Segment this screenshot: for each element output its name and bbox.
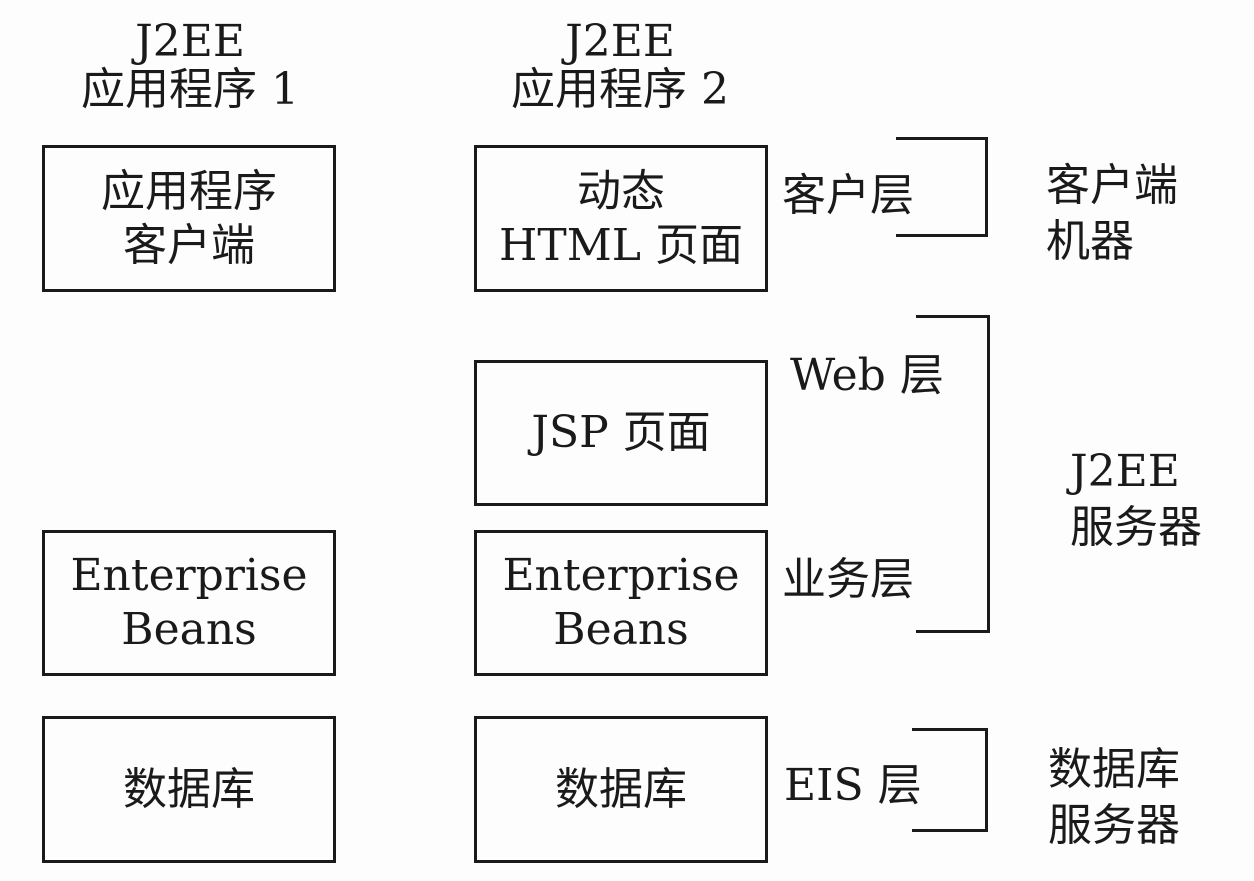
- app1-database-label: 数据库: [123, 763, 255, 815]
- app2-client-line2: HTML 页面: [499, 219, 743, 271]
- client-machine-label: 客户端 机器: [1046, 158, 1178, 270]
- eis-tier-label: EIS 层: [784, 760, 922, 811]
- client-machine-line2: 机器: [1046, 216, 1134, 267]
- app1-beans-line1: Enterprise: [70, 550, 308, 601]
- app2-beans-line1: Enterprise: [502, 550, 740, 601]
- j2ee-server-line1: J2EE: [1070, 446, 1180, 497]
- app2-beans-box: Enterprise Beans: [474, 530, 768, 676]
- j2ee-server-bracket: [916, 315, 990, 633]
- app2-beans-line2: Beans: [553, 604, 689, 655]
- app2-database-box: 数据库: [474, 716, 768, 863]
- app1-heading-line1: J2EE: [135, 16, 245, 67]
- app2-client-box: 动态 HTML 页面: [474, 145, 768, 292]
- db-server-bracket: [912, 728, 988, 832]
- app1-client-line2: 客户端: [123, 219, 255, 271]
- app2-heading-line2: 应用程序 2: [511, 64, 729, 115]
- app2-database-label: 数据库: [555, 763, 687, 815]
- app2-heading: J2EE 应用程序 2: [470, 18, 770, 114]
- client-tier-label: 客户层: [782, 170, 914, 221]
- app1-heading: J2EE 应用程序 1: [40, 18, 340, 114]
- app2-heading-line1: J2EE: [565, 16, 675, 67]
- db-server-line2: 服务器: [1048, 800, 1180, 851]
- app1-client-line1: 应用程序: [101, 165, 277, 217]
- app2-client-line1: 动态: [577, 165, 665, 217]
- client-machine-bracket: [896, 137, 988, 237]
- db-server-line1: 数据库: [1048, 744, 1180, 795]
- business-tier-label: 业务层: [782, 554, 914, 605]
- j2ee-server-label: J2EE 服务器: [1070, 444, 1202, 556]
- app1-heading-line2: 应用程序 1: [81, 64, 299, 115]
- app1-client-box: 应用程序 客户端: [42, 145, 336, 292]
- app1-beans-line2: Beans: [121, 604, 257, 655]
- j2ee-server-line2: 服务器: [1070, 502, 1202, 553]
- app1-beans-box: Enterprise Beans: [42, 530, 336, 676]
- db-server-label: 数据库 服务器: [1048, 742, 1180, 854]
- app2-web-box: JSP 页面: [474, 360, 768, 506]
- web-tier-label: Web 层: [790, 350, 944, 401]
- app2-web-label: JSP 页面: [531, 407, 711, 458]
- app1-database-box: 数据库: [42, 716, 336, 863]
- client-machine-line1: 客户端: [1046, 160, 1178, 211]
